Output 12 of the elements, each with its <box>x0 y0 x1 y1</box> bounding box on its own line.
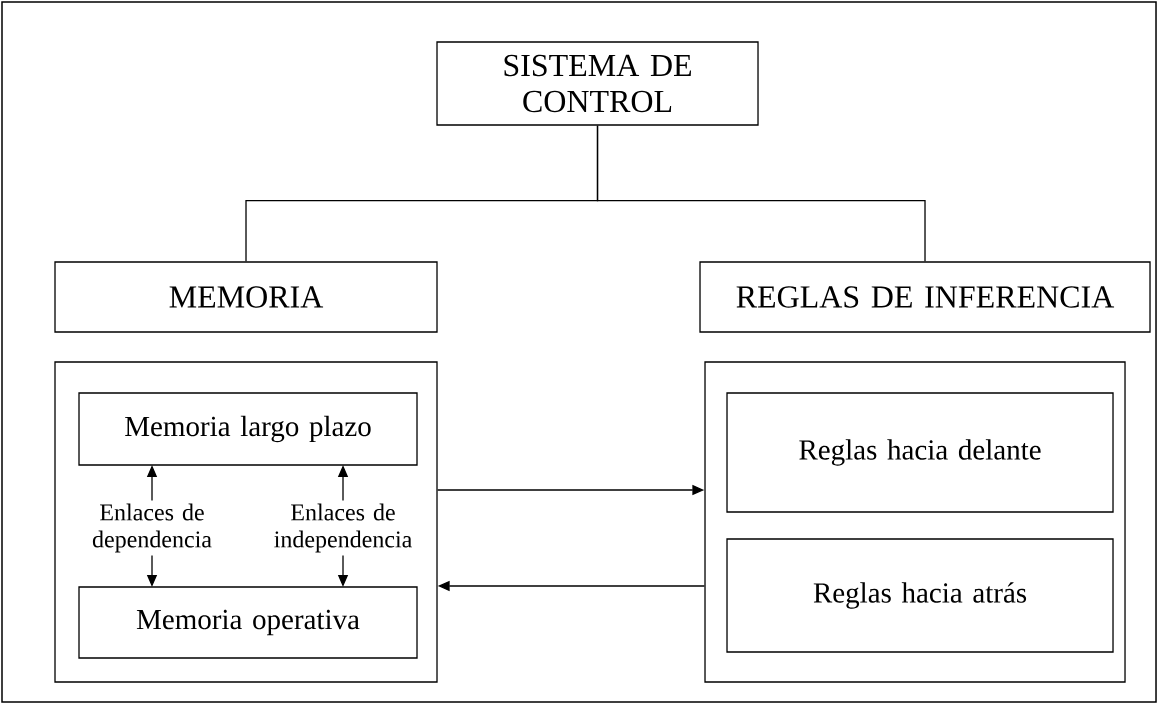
box: Memoria largo plazo <box>78 392 418 466</box>
box: Memoria operativa <box>78 586 418 659</box>
container-box <box>704 361 1126 683</box>
connector-line <box>596 125 926 262</box>
edge-label: Enlaces de dependencia <box>79 500 225 556</box>
box: SISTEMA DE CONTROL <box>436 41 759 126</box>
box: Reglas hacia delante <box>726 392 1114 513</box>
container-box <box>54 361 438 683</box>
edge-label: Enlaces de independencia <box>260 500 426 556</box>
box: Reglas hacia atrás <box>726 538 1114 653</box>
box: MEMORIA <box>54 261 438 333</box>
box: REGLAS DE INFERENCIA <box>699 261 1151 333</box>
